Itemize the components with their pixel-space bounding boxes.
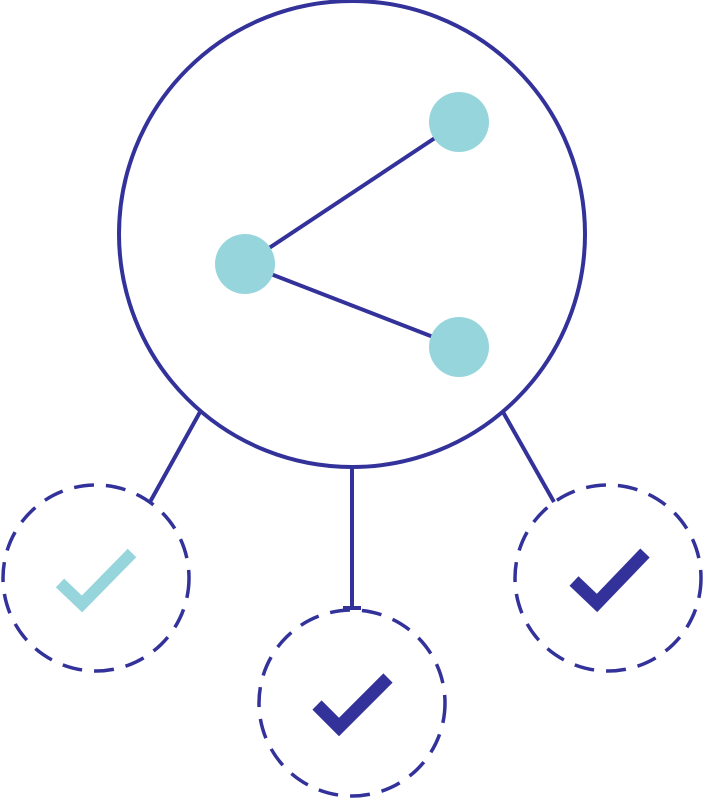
connector-right — [501, 411, 556, 503]
share-node-left — [215, 234, 275, 294]
outcome-right — [513, 483, 703, 673]
outcome-right-circle — [513, 483, 703, 673]
connectors — [148, 411, 556, 610]
check-icon — [55, 548, 137, 613]
share-icon — [215, 92, 489, 377]
outcome-left — [1, 483, 191, 673]
hub-circle — [117, 0, 587, 469]
outcome-center — [257, 608, 447, 798]
share-link-lower — [244, 262, 460, 349]
outcome-center-circle — [257, 608, 447, 798]
connector-left — [148, 411, 202, 503]
share-node-top — [429, 92, 489, 152]
outcome-left-circle — [1, 483, 191, 673]
check-icon — [569, 548, 650, 613]
share-link-upper — [243, 120, 461, 266]
hub — [117, 0, 587, 469]
share-node-bottom — [429, 317, 489, 377]
check-icon — [312, 673, 393, 737]
